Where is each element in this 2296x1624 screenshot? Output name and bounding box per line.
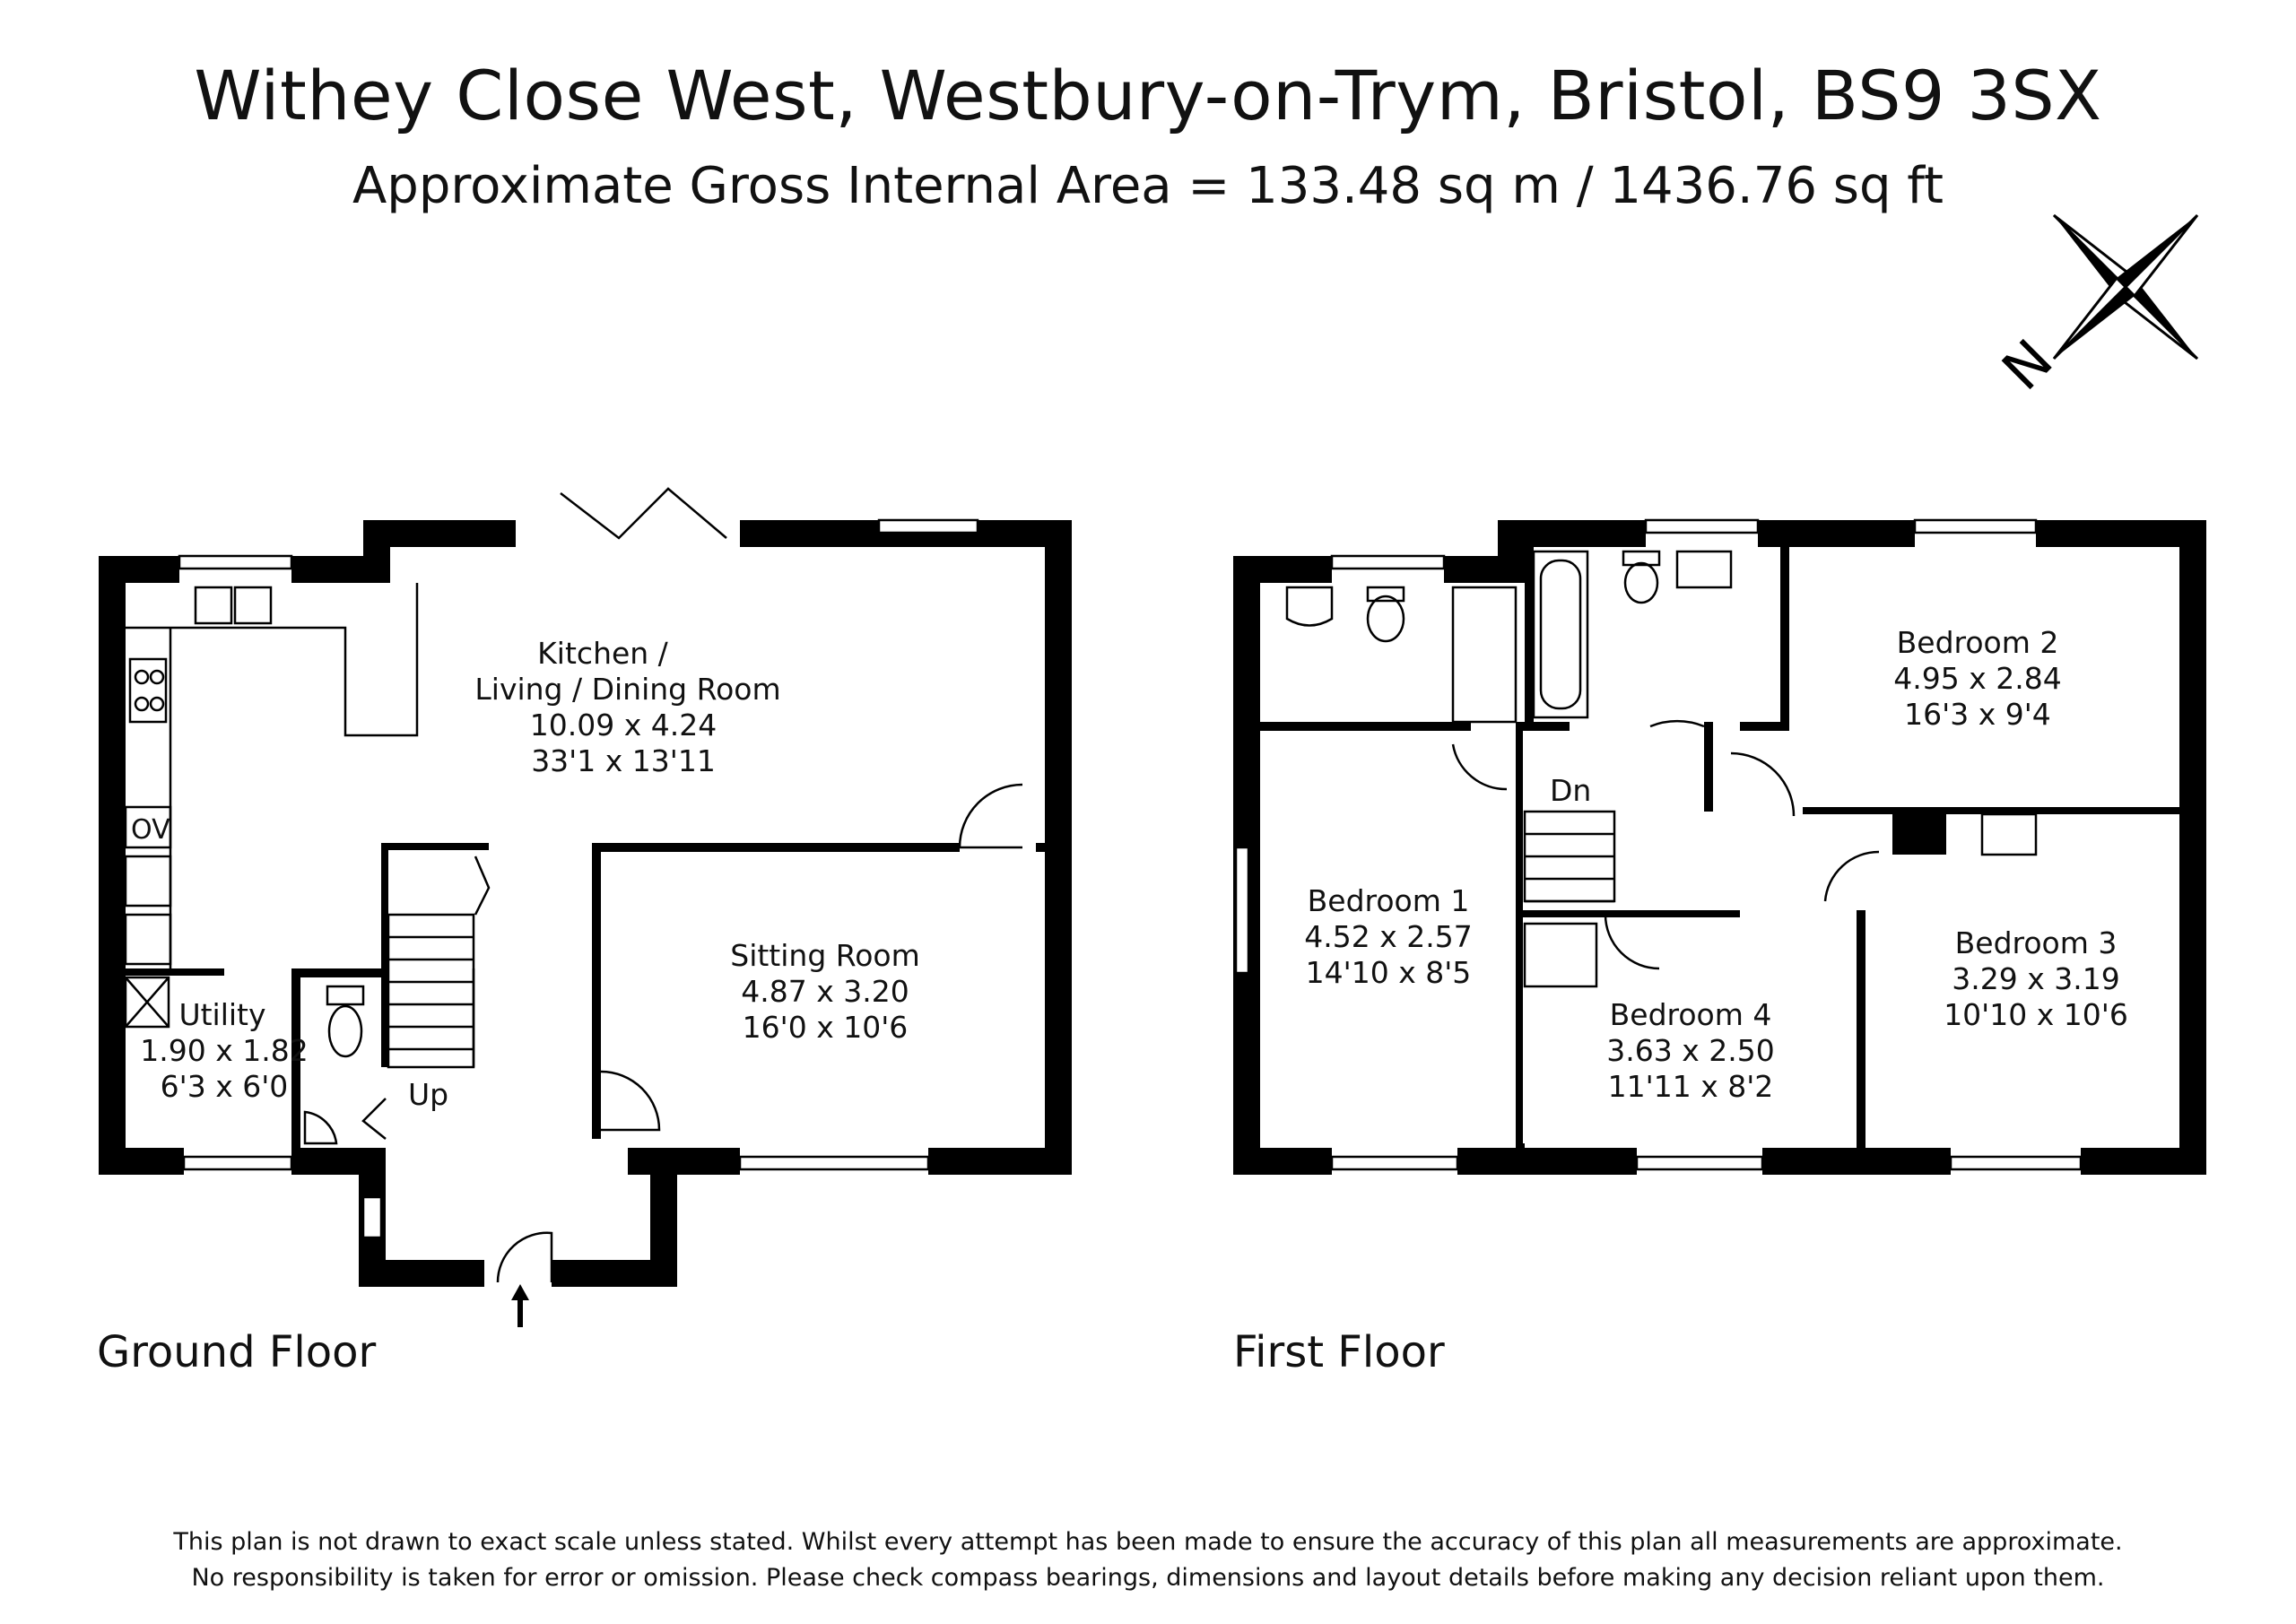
kitchen-label-group: Kitchen / Living / Dining Room 10.09 x 4… (474, 636, 780, 778)
compass-icon: N (1989, 213, 2199, 403)
ground-floor-plan (99, 487, 1072, 1327)
gross-area-subtitle: Approximate Gross Internal Area = 133.48… (352, 157, 1944, 215)
bedroom1-imperial: 14'10 x 8'5 (1306, 955, 1472, 990)
compass-north-label: N (1989, 327, 2065, 403)
kitchen-name-line1: Kitchen / (537, 636, 669, 671)
utility-imperial: 6'3 x 6'0 (161, 1069, 289, 1104)
kitchen-imperial: 33'1 x 13'11 (531, 743, 716, 778)
stairs-down-label: Dn (1550, 773, 1591, 808)
bedroom2-metric: 4.95 x 2.84 (1893, 661, 2061, 696)
sitting-room-imperial: 16'0 x 10'6 (743, 1010, 909, 1045)
bedroom4-imperial: 11'11 x 8'2 (1608, 1069, 1774, 1104)
bedroom3-metric: 3.29 x 3.19 (1952, 961, 2119, 996)
bedroom3-label-group: Bedroom 3 3.29 x 3.19 10'10 x 10'6 (1944, 925, 2128, 1032)
bedroom2-name: Bedroom 2 (1897, 625, 2059, 660)
first-floor-plan (1233, 518, 2206, 1175)
sitting-room-metric: 4.87 x 3.20 (741, 974, 909, 1009)
kitchen-metric: 10.09 x 4.24 (530, 708, 717, 743)
disclaimer: This plan is not drawn to exact scale un… (0, 1524, 2296, 1596)
bedroom4-metric: 3.63 x 2.50 (1606, 1033, 1774, 1068)
disclaimer-line1: This plan is not drawn to exact scale un… (173, 1528, 2123, 1556)
sitting-room-name: Sitting Room (730, 938, 920, 973)
first-floor-label: First Floor (1233, 1327, 1445, 1377)
utility-label-group: Utility 1.90 x 1.82 6'3 x 6'0 (140, 997, 308, 1104)
ground-floor-label: Ground Floor (97, 1327, 377, 1377)
utility-name: Utility (178, 997, 265, 1032)
bedroom4-label-group: Bedroom 4 3.63 x 2.50 11'11 x 8'2 (1606, 997, 1774, 1104)
address-title: Withey Close West, Westbury-on-Trym, Bri… (194, 56, 2102, 135)
entrance-arrow-icon (511, 1284, 529, 1327)
bedroom1-name: Bedroom 1 (1308, 883, 1470, 918)
bedroom3-imperial: 10'10 x 10'6 (1944, 997, 2128, 1032)
utility-metric: 1.90 x 1.82 (140, 1033, 308, 1068)
bedroom4-name: Bedroom 4 (1610, 997, 1772, 1032)
stairs-up-label: Up (408, 1077, 448, 1112)
bedroom2-label-group: Bedroom 2 4.95 x 2.84 16'3 x 9'4 (1893, 625, 2061, 732)
bedroom2-imperial: 16'3 x 9'4 (1904, 697, 2051, 732)
sitting-room-label-group: Sitting Room 4.87 x 3.20 16'0 x 10'6 (730, 938, 920, 1045)
bedroom1-metric: 4.52 x 2.57 (1304, 919, 1472, 954)
bedroom1-label-group: Bedroom 1 4.52 x 2.57 14'10 x 8'5 (1304, 883, 1472, 990)
oven-label: OV (131, 814, 170, 846)
bedroom3-name: Bedroom 3 (1955, 925, 2118, 960)
disclaimer-line2: No responsibility is taken for error or … (191, 1564, 2105, 1592)
kitchen-name-line2: Living / Dining Room (474, 672, 780, 707)
